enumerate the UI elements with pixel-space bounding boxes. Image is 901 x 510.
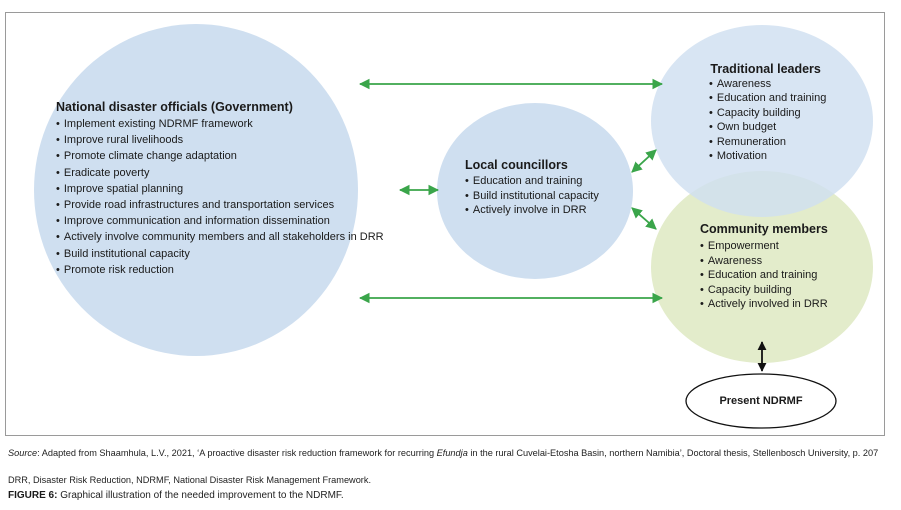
traditional-leaders-list: Awareness Education and training Capacit… [709,77,826,163]
list-item: Capacity building [700,283,828,298]
list-item: Actively involve in DRR [465,203,599,218]
list-item: Improve spatial planning [56,181,384,197]
list-item: Capacity building [709,106,826,120]
list-item: Awareness [700,254,828,269]
list-item: Awareness [709,77,826,91]
list-item: Promote risk reduction [56,262,384,278]
traditional-leaders-box: Traditional leaders Awareness Education … [709,62,826,163]
source-text-2: in the rural Cuvelai-Etosha Basin, north… [467,448,879,458]
list-item: Build institutional capacity [56,246,384,262]
list-item: Remuneration [709,135,826,149]
figure-caption: FIGURE 6: Graphical illustration of the … [8,490,344,502]
source-label: Source [8,448,38,458]
local-councillors-list: Education and training Build institution… [465,174,599,218]
present-ndrmf-ellipse [685,373,837,429]
list-item: Actively involved in DRR [700,297,828,312]
list-item: Build institutional capacity [465,189,599,204]
source-caption: Source: Adapted from Shaamhula, L.V., 20… [8,447,888,459]
list-item: Empowerment [700,239,828,254]
list-item: Actively involve community members and a… [56,229,384,245]
list-item: Improve rural livelihoods [56,132,384,148]
figure-frame [5,12,885,436]
arrow-local-traditional [631,149,657,173]
list-item: Provide road infrastructures and transpo… [56,197,384,213]
source-italic: Efundja [436,448,468,458]
arrow-local-community [631,207,657,230]
list-item: Own budget [709,120,826,134]
local-councillors-title: Local councillors [465,158,568,172]
list-item: Education and training [709,91,826,105]
government-box: National disaster officials (Government)… [56,100,384,278]
government-list: Implement existing NDRMF framework Impro… [56,116,384,278]
local-councillors-box: Local councillors Education and training… [465,158,599,218]
list-item: Improve communication and information di… [56,213,384,229]
abbreviations-caption: DRR, Disaster Risk Reduction, NDRMF, Nat… [8,475,372,485]
list-item: Promote climate change adaptation [56,148,384,164]
list-item: Motivation [709,149,826,163]
present-ndrmf-label: Present NDRMF [719,395,803,407]
community-members-title: Community members [700,222,828,236]
figure-label: FIGURE 6: [8,490,58,501]
figure-text: Graphical illustration of the needed imp… [57,490,344,501]
source-text-1: : Adapted from Shaamhula, L.V., 2021, ‘A… [37,448,437,458]
government-title: National disaster officials (Government) [56,100,293,114]
list-item: Implement existing NDRMF framework [56,116,384,132]
traditional-leaders-title: Traditional leaders [710,62,821,76]
community-members-list: Empowerment Awareness Education and trai… [700,239,828,312]
community-members-box: Community members Empowerment Awareness … [700,222,828,312]
list-item: Eradicate poverty [56,165,384,181]
list-item: Education and training [465,174,599,189]
list-item: Education and training [700,268,828,283]
